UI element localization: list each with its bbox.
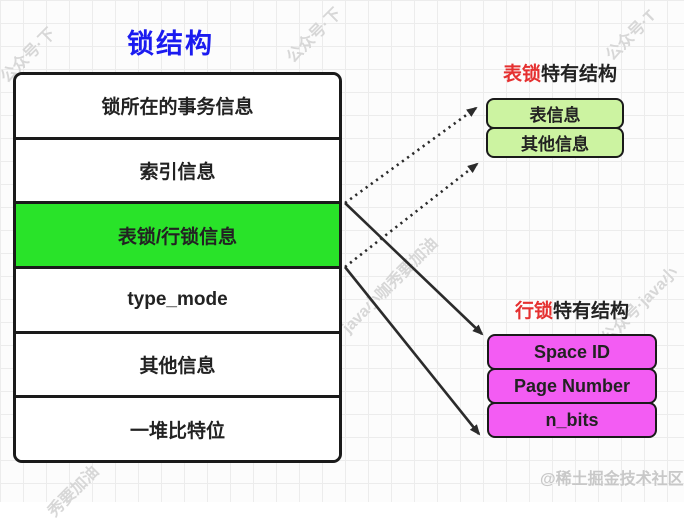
row-lock-heading-red: 行锁 <box>515 301 554 322</box>
dotted-arrow-to-table-other-info <box>344 162 479 269</box>
row-lock-heading-rest: 特有结构 <box>553 301 630 322</box>
watermark-top-right: 公众号·T <box>602 7 660 65</box>
dotted-arrow-to-table-info <box>344 106 478 205</box>
juejin-credit-watermark: @稀土掘金技术社区 <box>540 471 684 488</box>
row-type-mode: type_mode <box>16 269 339 334</box>
table-lock-structure: 表信息 其他信息 <box>486 98 624 158</box>
watermark-middle: java小咖秀要加油 <box>339 234 442 337</box>
row-transaction-info: 锁所在的事务信息 <box>16 75 339 140</box>
row-lock-heading: 行锁特有结构 <box>515 296 629 323</box>
solid-arrow-to-space-id <box>344 202 484 336</box>
page-title: 锁结构 <box>127 29 214 59</box>
row-bits: 一堆比特位 <box>16 398 339 460</box>
table-lock-heading: 表锁特有结构 <box>503 59 617 86</box>
watermark-top-mid: 公众号·下 <box>283 5 345 67</box>
row-table-row-lock-info: 表锁/行锁信息 <box>16 204 339 270</box>
solid-arrow-to-n-bits <box>343 266 481 436</box>
row-lock-box-n-bits: n_bits <box>487 402 657 438</box>
row-lock-box-space-id: Space ID <box>487 334 657 370</box>
row-index-info: 索引信息 <box>16 139 339 205</box>
table-lock-box-table-info: 表信息 <box>486 98 624 129</box>
lock-structure-table: 锁所在的事务信息 索引信息 表锁/行锁信息 type_mode 其他信息 一堆比… <box>13 72 342 463</box>
table-lock-box-other-info: 其他信息 <box>486 127 624 158</box>
table-lock-heading-red: 表锁 <box>503 64 542 85</box>
row-other-info: 其他信息 <box>16 333 339 399</box>
watermark-bottom-left: 秀要加油 <box>45 463 103 521</box>
row-lock-box-page-number: Page Number <box>487 368 657 404</box>
table-lock-heading-rest: 特有结构 <box>541 64 618 85</box>
row-lock-structure: Space ID Page Number n_bits <box>487 334 657 438</box>
